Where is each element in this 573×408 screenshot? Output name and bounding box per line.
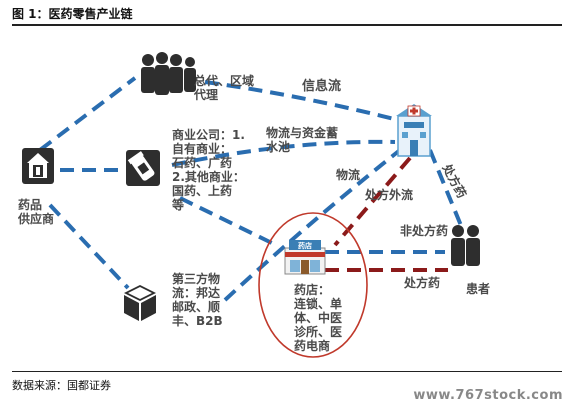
footer-rule <box>12 371 562 372</box>
figure-title: 图 1：医药零售产业链 <box>12 7 133 21</box>
pharmacy-highlight-ring <box>258 212 368 358</box>
supply-label: 药品 供应商 <box>18 198 55 226</box>
patients-icon <box>451 225 480 266</box>
watermark: www.767stock.com <box>413 388 563 403</box>
title-rule <box>12 24 562 26</box>
info-flow-label: 信息流 <box>302 79 342 94</box>
edge-hospital-patient <box>428 149 464 229</box>
edge-agent-hospital <box>204 80 399 122</box>
edge-supply-agent <box>38 76 137 152</box>
patient-label: 患者 <box>466 282 491 296</box>
edge-commercial-hospital <box>171 139 396 167</box>
logistics-edge-label: 物流 <box>336 168 361 182</box>
non-rx-label: 非处方药 <box>400 224 449 238</box>
agent-label: 总代、区域 代理 <box>194 74 255 102</box>
logistics-capital-label: 物流与资金蓄 水池 <box>266 126 339 154</box>
source-note: 数据来源：国都证券 <box>12 379 111 392</box>
edge-commercial-pharmacy <box>179 196 279 248</box>
hospital-icon <box>396 104 432 157</box>
box-icon <box>124 285 156 321</box>
pharmacy-label: 药店： 连锁、单 体、中医 诊所、医 药电商 <box>294 283 343 353</box>
pharmacy-icon: 药店 <box>284 240 326 275</box>
pharmacy-sign: 药店 <box>298 241 312 250</box>
people-group-icon <box>141 52 196 95</box>
rx-pharmacy-label: 处方药 <box>404 276 441 290</box>
pill-bottle-icon <box>126 150 160 186</box>
edge-supply-logistics <box>48 203 130 290</box>
house-medicine-icon <box>22 148 54 184</box>
edge-logistics-hospital <box>223 148 402 302</box>
commercial-label: 商业公司：1. 自有商业： 石药、广药 2.其他商业： 国药、上药 等 <box>172 128 245 212</box>
rx-outflow-label: 处方外流 <box>365 188 414 202</box>
logistics-label: 第三方物 流：邦达 邮政、顺 丰、B2B <box>172 272 223 328</box>
